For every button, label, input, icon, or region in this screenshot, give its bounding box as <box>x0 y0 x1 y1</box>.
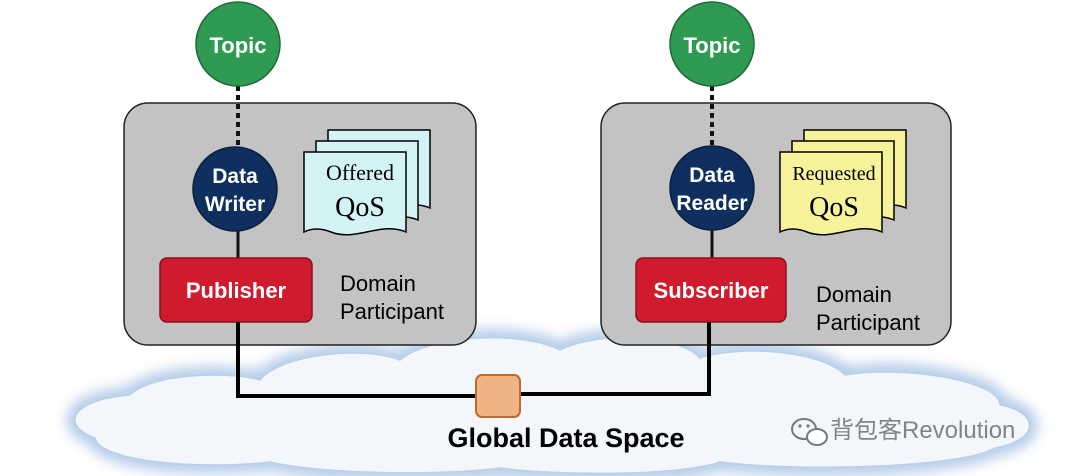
subscriber-label: Subscriber <box>654 278 769 303</box>
right-topic-node: Topic <box>669 1 755 87</box>
requested-qos-label-line2: QoS <box>809 192 859 223</box>
data-reader-label-line1: Data <box>689 164 735 187</box>
data-writer-label-line1: Data <box>212 165 258 188</box>
left-participant-label-line1: Domain <box>340 271 416 296</box>
data-space-connector <box>475 374 521 418</box>
wechat-icon <box>791 418 828 446</box>
publisher-label: Publisher <box>186 278 287 303</box>
offered-qos-document-stack: Offered QoS <box>303 129 431 236</box>
requested-qos-label-line1: Requested <box>792 163 875 185</box>
watermark: 背包客Revolution <box>791 417 1015 446</box>
requested-qos-document-stack: Requested QoS <box>779 129 907 236</box>
global-data-space-cloud <box>68 330 1037 476</box>
publisher-node: Publisher <box>159 257 313 323</box>
subscriber-node: Subscriber <box>635 257 787 323</box>
offered-qos-label-line1: Offered <box>326 160 394 185</box>
left-participant-label-line2: Participant <box>340 299 444 324</box>
right-participant-label-line1: Domain <box>816 282 892 307</box>
subscriber-to-data-space-link <box>520 322 711 396</box>
watermark-text: 背包客Revolution <box>830 417 1015 444</box>
data-reader-node: Data Reader <box>669 145 755 231</box>
global-data-space-label: Global Data Space <box>447 423 684 453</box>
right-topic-label: Topic <box>683 33 740 58</box>
right-participant-label-line2: Participant <box>816 310 920 335</box>
left-topic-node: Topic <box>195 1 281 87</box>
publisher-to-data-space-link <box>236 322 478 398</box>
offered-qos-label-line2: QoS <box>335 192 385 223</box>
data-writer-label-line2: Writer <box>205 193 265 216</box>
left-topic-label: Topic <box>209 33 266 58</box>
data-writer-node: Data Writer <box>192 146 278 232</box>
data-reader-label-line2: Reader <box>676 192 747 215</box>
